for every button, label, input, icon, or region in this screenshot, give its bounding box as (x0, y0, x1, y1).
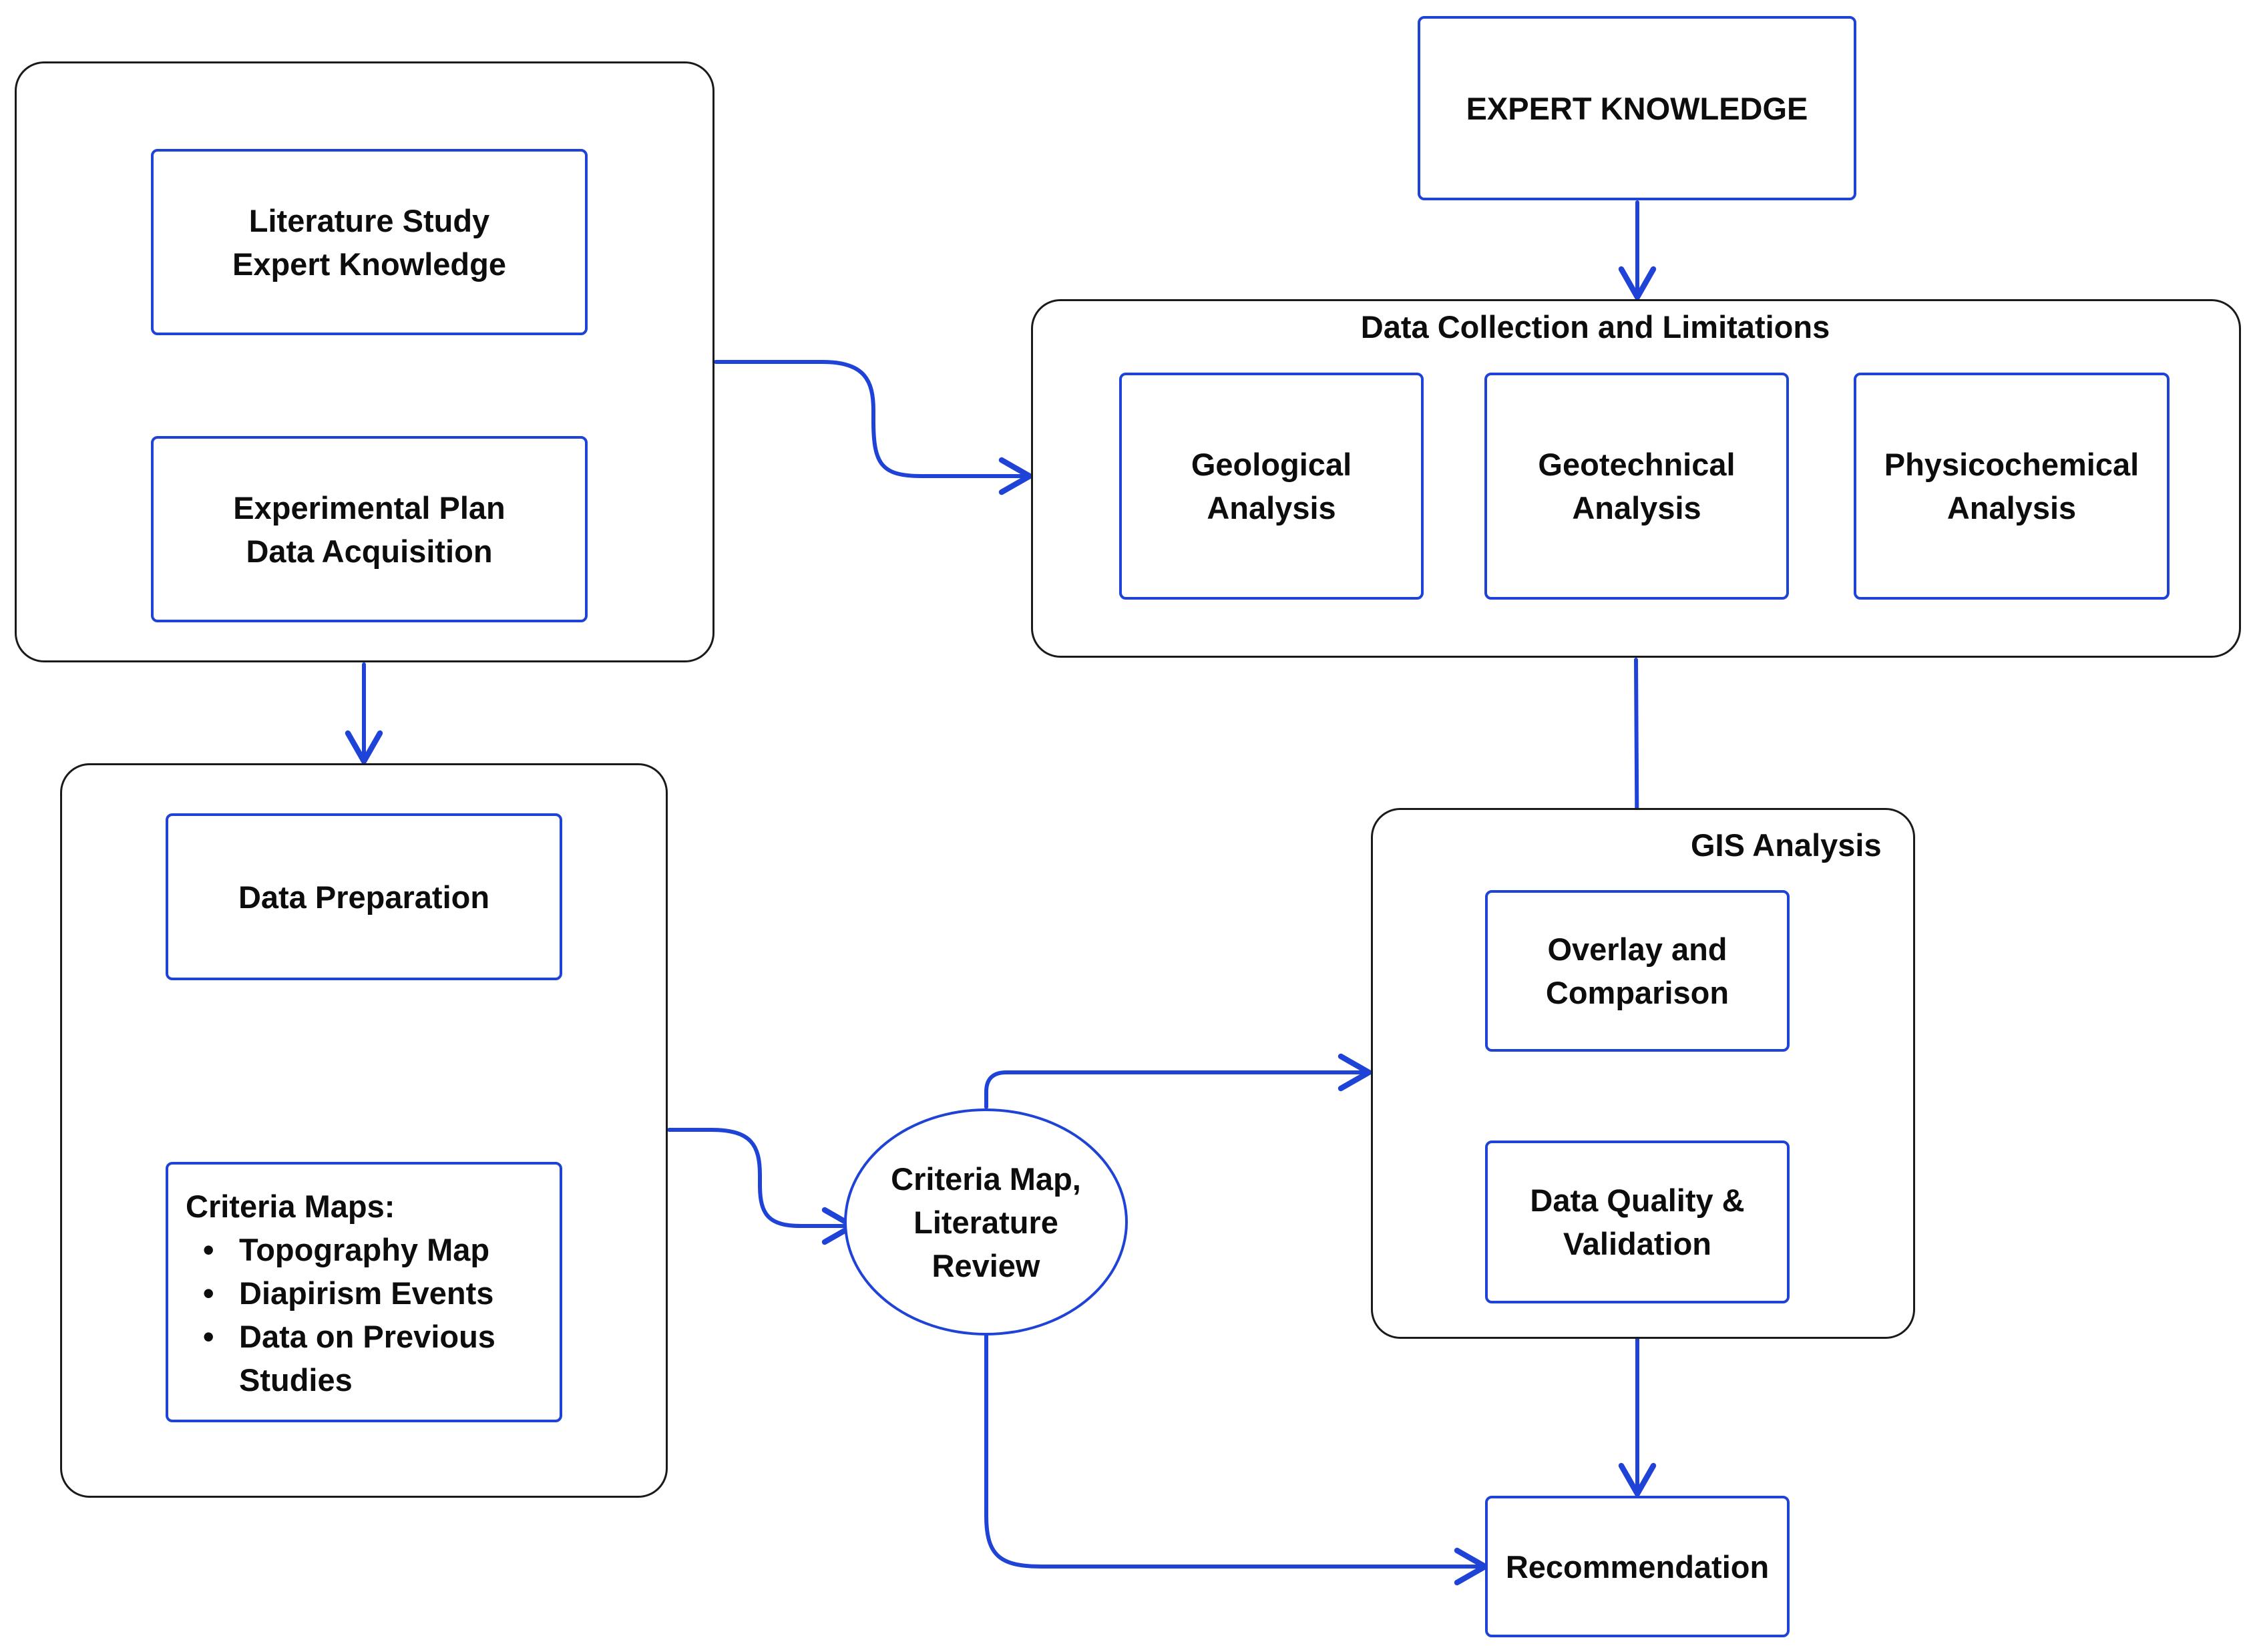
criteria-maps-heading: Criteria Maps: (186, 1189, 395, 1224)
geotechnical-analysis-box: Geotechnical Analysis (1484, 373, 1789, 600)
criteria-maps-list: Topography Map Diapirism Events Data on … (186, 1228, 546, 1402)
geotechnical-line: Geotechnical (1538, 447, 1735, 482)
data-collection-title: Data Collection and Limitations (1360, 309, 1830, 345)
expert-knowledge-box: EXPERT KNOWLEDGE (1418, 16, 1856, 200)
comparison-line: Comparison (1545, 975, 1729, 1010)
data-quality-box: Data Quality & Validation (1485, 1141, 1790, 1303)
recommendation-box: Recommendation (1485, 1496, 1790, 1637)
data-quality-line: Data Quality & (1530, 1183, 1745, 1218)
geotechnical-analysis-line: Analysis (1572, 490, 1701, 526)
data-preparation-box: Data Preparation (166, 813, 562, 980)
literature-study-box: Literature Study Expert Knowledge (151, 149, 588, 335)
arrow-oval-to-gis (984, 1053, 1372, 1109)
arrow-bottomleft-to-oval (667, 1128, 856, 1245)
arrow-topleft-to-data-collection (714, 360, 1033, 495)
geological-line: Geological (1191, 447, 1352, 482)
overlay-comparison-box: Overlay and Comparison (1485, 890, 1790, 1052)
criteria-item-topography: Topography Map (203, 1228, 546, 1271)
gis-analysis-title: GIS Analysis (1691, 827, 1882, 863)
validation-line: Validation (1563, 1226, 1711, 1261)
review-line: Review (932, 1247, 1040, 1283)
overlay-line: Overlay and (1547, 932, 1727, 967)
criteria-review-oval: Criteria Map, Literature Review (844, 1108, 1128, 1335)
experimental-plan-box: Experimental Plan Data Acquisition (151, 436, 588, 622)
data-acquisition-line: Data Acquisition (246, 533, 493, 569)
criteria-item-diapirism: Diapirism Events (203, 1271, 546, 1315)
physicochemical-analysis-line: Analysis (1946, 490, 2077, 526)
physicochemical-line: Physicochemical (1884, 447, 2139, 482)
literature-study-line: Literature Study (248, 202, 490, 238)
arrow-oval-to-recommendation (984, 1333, 1488, 1586)
expert-knowledge-label: EXPERT KNOWLEDGE (1466, 90, 1808, 126)
recommendation-label: Recommendation (1505, 1548, 1770, 1585)
geological-analysis-line: Analysis (1207, 490, 1336, 526)
geological-analysis-box: Geological Analysis (1119, 373, 1424, 600)
criteria-item-previous-studies: Data on Previous Studies (203, 1315, 546, 1402)
experimental-plan-line: Experimental Plan (233, 489, 505, 526)
data-preparation-label: Data Preparation (238, 879, 490, 915)
literature-line: Literature (913, 1204, 1058, 1240)
criteria-maps-box: Criteria Maps: Topography Map Diapirism … (166, 1162, 562, 1422)
criteria-map-line: Criteria Map, (891, 1161, 1081, 1197)
physicochemical-analysis-box: Physicochemical Analysis (1854, 373, 2170, 600)
expert-knowledge-line: Expert Knowledge (232, 246, 506, 282)
